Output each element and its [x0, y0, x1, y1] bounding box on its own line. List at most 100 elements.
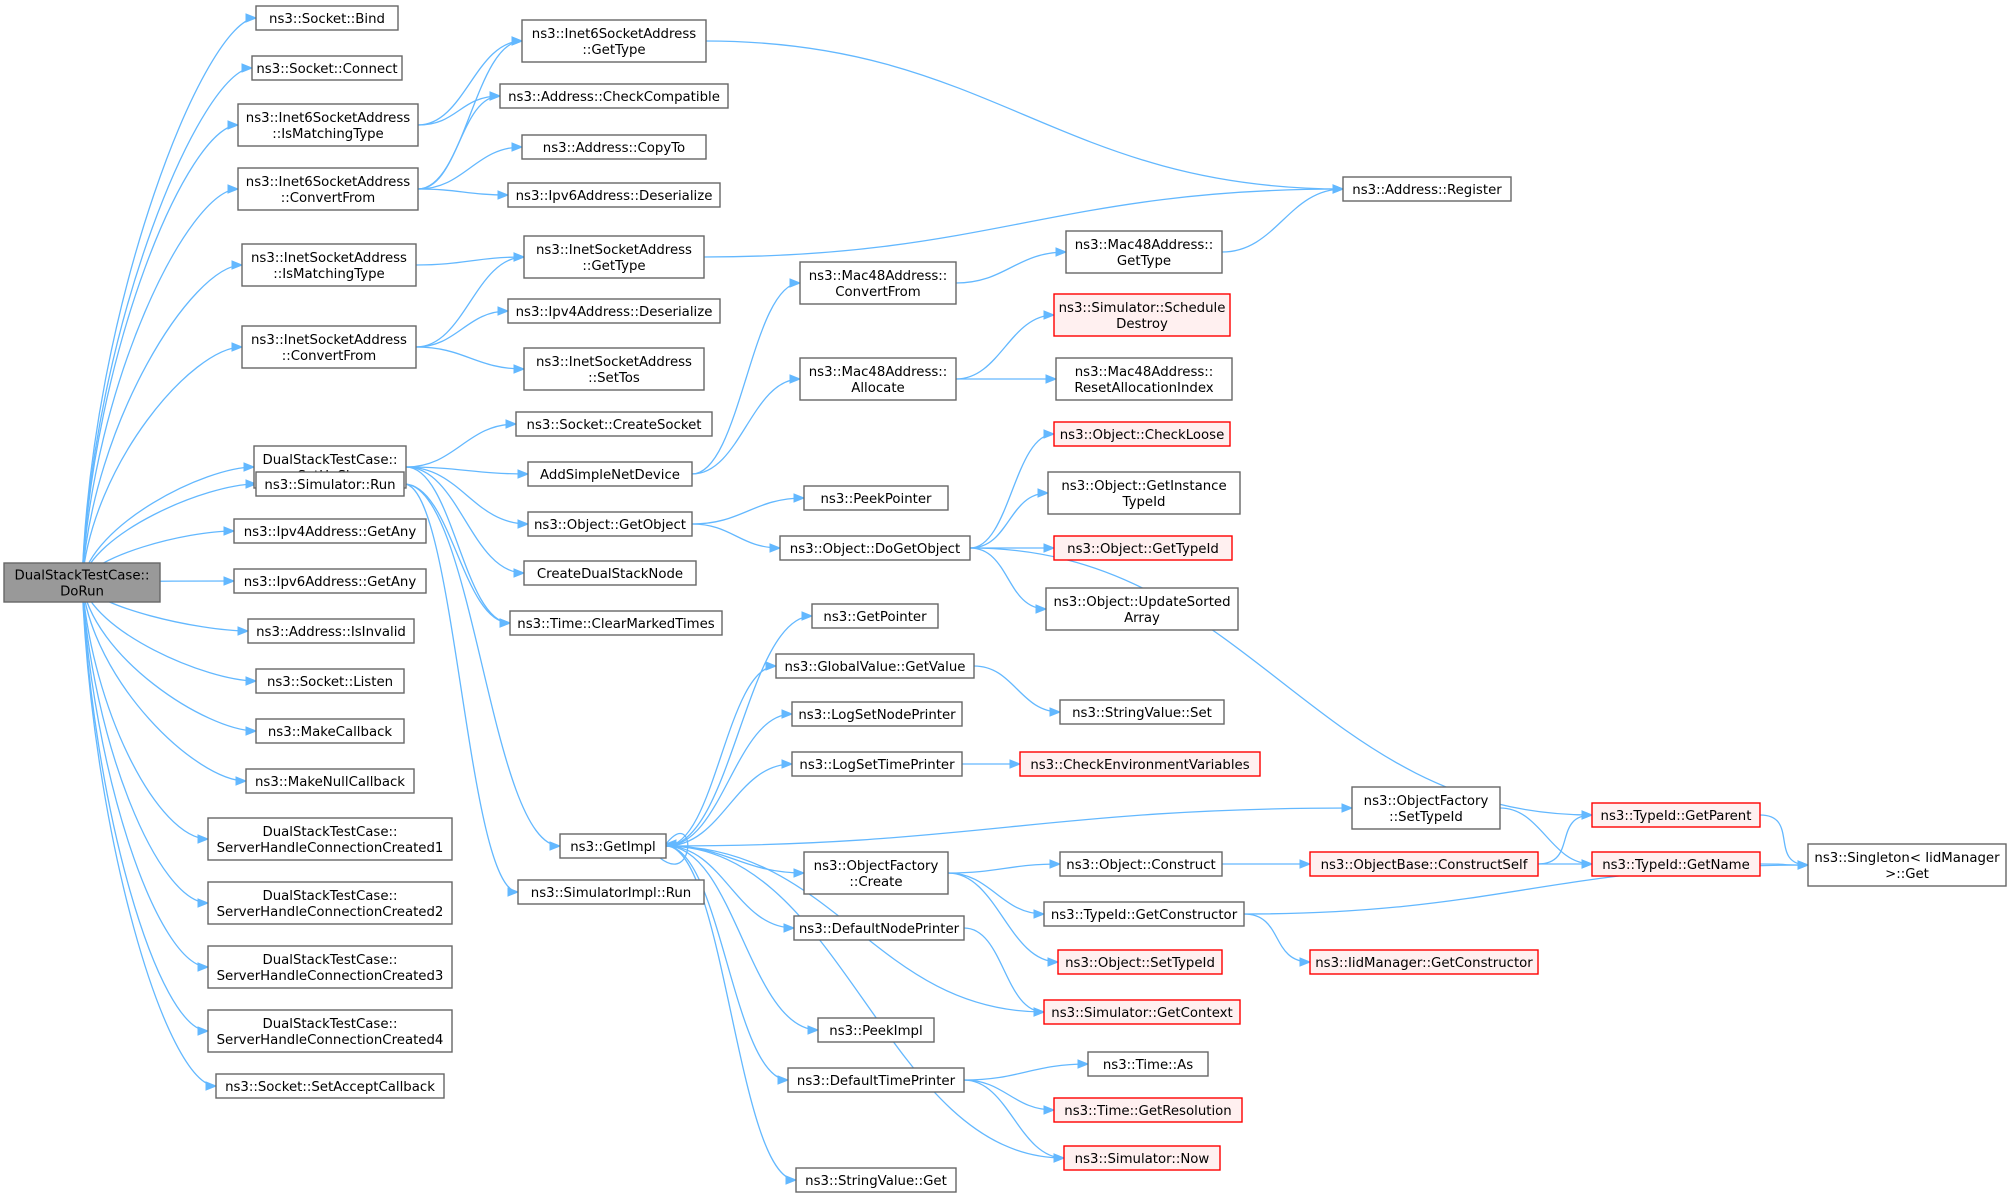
node-createsock[interactable]: ns3::Socket::CreateSocket: [515, 411, 713, 437]
node-i6conv[interactable]: ns3::Inet6SocketAddress::ConvertFrom: [237, 167, 419, 211]
node-makenull[interactable]: ns3::MakeNullCallback: [245, 768, 415, 794]
node-svset[interactable]: ns3::StringValue::Set: [1059, 699, 1225, 725]
node-macalloc[interactable]: ns3::Mac48Address::Allocate: [799, 357, 957, 401]
node-i4gettype[interactable]: ns3::InetSocketAddress::GetType: [523, 235, 705, 279]
node-tgetconstructor[interactable]: ns3::TypeId::GetConstructor: [1043, 901, 1245, 927]
edge-arrowhead: [197, 1026, 210, 1036]
node-simimplrun[interactable]: ns3::SimulatorImpl::Run: [517, 879, 705, 905]
node-defnodeprinter[interactable]: ns3::DefaultNodePrinter: [793, 915, 965, 941]
node-tgetparent[interactable]: ns3::TypeId::GetParent: [1591, 802, 1761, 828]
node-peekimpl[interactable]: ns3::PeekImpl: [817, 1017, 935, 1043]
node-ofcreate[interactable]: ns3::ObjectFactory::Create: [803, 851, 949, 895]
node-box: [1019, 751, 1261, 777]
node-lognode[interactable]: ns3::LogSetNodePrinter: [791, 701, 963, 727]
node-clearmarked[interactable]: ns3::Time::ClearMarkedTimes: [509, 610, 723, 636]
node-connect[interactable]: ns3::Socket::Connect: [251, 55, 403, 81]
edge-getobject-dogetobject: [691, 523, 781, 549]
node-shc3[interactable]: DualStackTestCase::ServerHandleConnectio…: [207, 945, 453, 989]
node-createdual[interactable]: CreateDualStackNode: [523, 560, 697, 586]
node-timeas[interactable]: ns3::Time::As: [1087, 1051, 1209, 1077]
edge-root-shc1: [81, 581, 209, 840]
node-box: [523, 347, 705, 391]
node-macreset[interactable]: ns3::Mac48Address::ResetAllocationIndex: [1055, 357, 1233, 401]
node-checkenv[interactable]: ns3::CheckEnvironmentVariables: [1019, 751, 1261, 777]
node-ofsettypeid[interactable]: ns3::ObjectFactory::SetTypeId: [1351, 786, 1501, 830]
node-gvgetvalue[interactable]: ns3::GlobalValue::GetValue: [775, 653, 975, 679]
edge-defnodeprinter-simgetcontext: [963, 927, 1045, 1013]
node-copyto[interactable]: ns3::Address::CopyTo: [521, 134, 707, 160]
node-label: ns3::Ipv4Address::GetAny: [244, 525, 417, 540]
node-iidgetconstructor[interactable]: ns3::IidManager::GetConstructor: [1309, 949, 1539, 975]
node-constructself[interactable]: ns3::ObjectBase::ConstructSelf: [1309, 851, 1539, 877]
edge-ofcreate-objsettypeid: [947, 872, 1059, 963]
node-register[interactable]: ns3::Address::Register: [1342, 176, 1512, 202]
node-box: [793, 915, 965, 941]
node-bind[interactable]: ns3::Socket::Bind: [255, 5, 399, 31]
node-label: ns3::GetPointer: [823, 610, 927, 625]
node-label: ns3::TypeId::GetName: [1602, 858, 1750, 873]
edge-arrowhead: [1341, 803, 1354, 813]
node-label: ns3::InetSocketAddress: [251, 333, 407, 348]
node-i4conv[interactable]: ns3::InetSocketAddress::ConvertFrom: [241, 325, 417, 369]
node-logtime[interactable]: ns3::LogSetTimePrinter: [791, 751, 963, 777]
node-box: [817, 1017, 935, 1043]
node-singleton[interactable]: ns3::Singleton< IidManager>::Get: [1807, 843, 2007, 887]
node-svget[interactable]: ns3::StringValue::Get: [795, 1167, 957, 1193]
node-root[interactable]: DualStackTestCase::DoRun: [3, 562, 161, 603]
node-dogetobject[interactable]: ns3::Object::DoGetObject: [779, 535, 971, 561]
node-objconstruct[interactable]: ns3::Object::Construct: [1059, 851, 1223, 877]
node-shc2[interactable]: DualStackTestCase::ServerHandleConnectio…: [207, 881, 453, 925]
node-simgetcontext[interactable]: ns3::Simulator::GetContext: [1043, 999, 1241, 1025]
node-ip6any[interactable]: ns3::Ipv6Address::GetAny: [233, 568, 427, 594]
edge-i6conv-copyto: [417, 146, 523, 190]
node-label: DualStackTestCase::: [14, 569, 149, 584]
node-label: ns3::Mac48Address::: [1075, 365, 1214, 380]
node-i6match[interactable]: ns3::Inet6SocketAddress::IsMatchingType: [237, 103, 419, 147]
node-box: [1053, 293, 1231, 337]
node-getpointer[interactable]: ns3::GetPointer: [811, 603, 939, 629]
node-objgettypeid[interactable]: ns3::Object::GetTypeId: [1053, 535, 1233, 561]
node-ip6deser[interactable]: ns3::Ipv6Address::Deserialize: [507, 182, 721, 208]
node-listen[interactable]: ns3::Socket::Listen: [255, 668, 405, 694]
edge-root-connect: [81, 67, 253, 583]
node-i6gettype[interactable]: ns3::Inet6SocketAddress::GetType: [521, 19, 707, 63]
node-shc1[interactable]: DualStackTestCase::ServerHandleConnectio…: [207, 817, 453, 861]
edge-addsimple-macconv: [691, 282, 801, 475]
node-i4match[interactable]: ns3::InetSocketAddress::IsMatchingType: [241, 243, 417, 287]
node-invalid[interactable]: ns3::Address::IsInvalid: [247, 618, 415, 644]
node-deftimeprinter[interactable]: ns3::DefaultTimePrinter: [787, 1067, 965, 1093]
node-box: [237, 103, 419, 147]
node-objsettypeid[interactable]: ns3::Object::SetTypeId: [1057, 949, 1223, 975]
node-setaccept[interactable]: ns3::Socket::SetAcceptCallback: [215, 1073, 445, 1099]
node-label: ns3::TypeId::GetConstructor: [1051, 908, 1238, 923]
node-macgettype[interactable]: ns3::Mac48Address::GetType: [1065, 230, 1223, 274]
node-box: [515, 411, 713, 437]
node-getimpl[interactable]: ns3::GetImpl: [559, 833, 667, 859]
node-label: ServerHandleConnectionCreated1: [217, 841, 444, 856]
node-ip4any[interactable]: ns3::Ipv4Address::GetAny: [233, 518, 427, 544]
node-simrun[interactable]: ns3::Simulator::Run: [255, 471, 405, 497]
node-makecb[interactable]: ns3::MakeCallback: [255, 718, 405, 744]
node-getresolution[interactable]: ns3::Time::GetResolution: [1053, 1097, 1243, 1123]
edge-arrowhead: [1043, 1105, 1056, 1115]
node-label: Destroy: [1116, 317, 1168, 332]
node-settos[interactable]: ns3::InetSocketAddress::SetTos: [523, 347, 705, 391]
edge-setup-clearmarked: [405, 466, 511, 624]
node-addsimple[interactable]: AddSimpleNetDevice: [527, 461, 693, 487]
node-checkcompat[interactable]: ns3::Address::CheckCompatible: [499, 83, 729, 109]
node-label: ns3::Object::GetTypeId: [1067, 542, 1219, 557]
node-shc4[interactable]: DualStackTestCase::ServerHandleConnectio…: [207, 1009, 453, 1053]
node-tgetname[interactable]: ns3::TypeId::GetName: [1591, 851, 1761, 877]
node-ip4deser[interactable]: ns3::Ipv4Address::Deserialize: [507, 298, 721, 324]
node-simnow[interactable]: ns3::Simulator::Now: [1063, 1145, 1221, 1171]
node-box: [775, 653, 975, 679]
node-macconv[interactable]: ns3::Mac48Address::ConvertFrom: [799, 261, 957, 305]
node-getobject[interactable]: ns3::Object::GetObject: [527, 511, 693, 537]
node-label: ns3::Inet6SocketAddress: [246, 175, 411, 190]
node-peekpointer[interactable]: ns3::PeekPointer: [803, 485, 949, 511]
node-checkloose[interactable]: ns3::Object::CheckLoose: [1053, 421, 1231, 447]
node-label: ns3::Object::Construct: [1066, 858, 1215, 873]
